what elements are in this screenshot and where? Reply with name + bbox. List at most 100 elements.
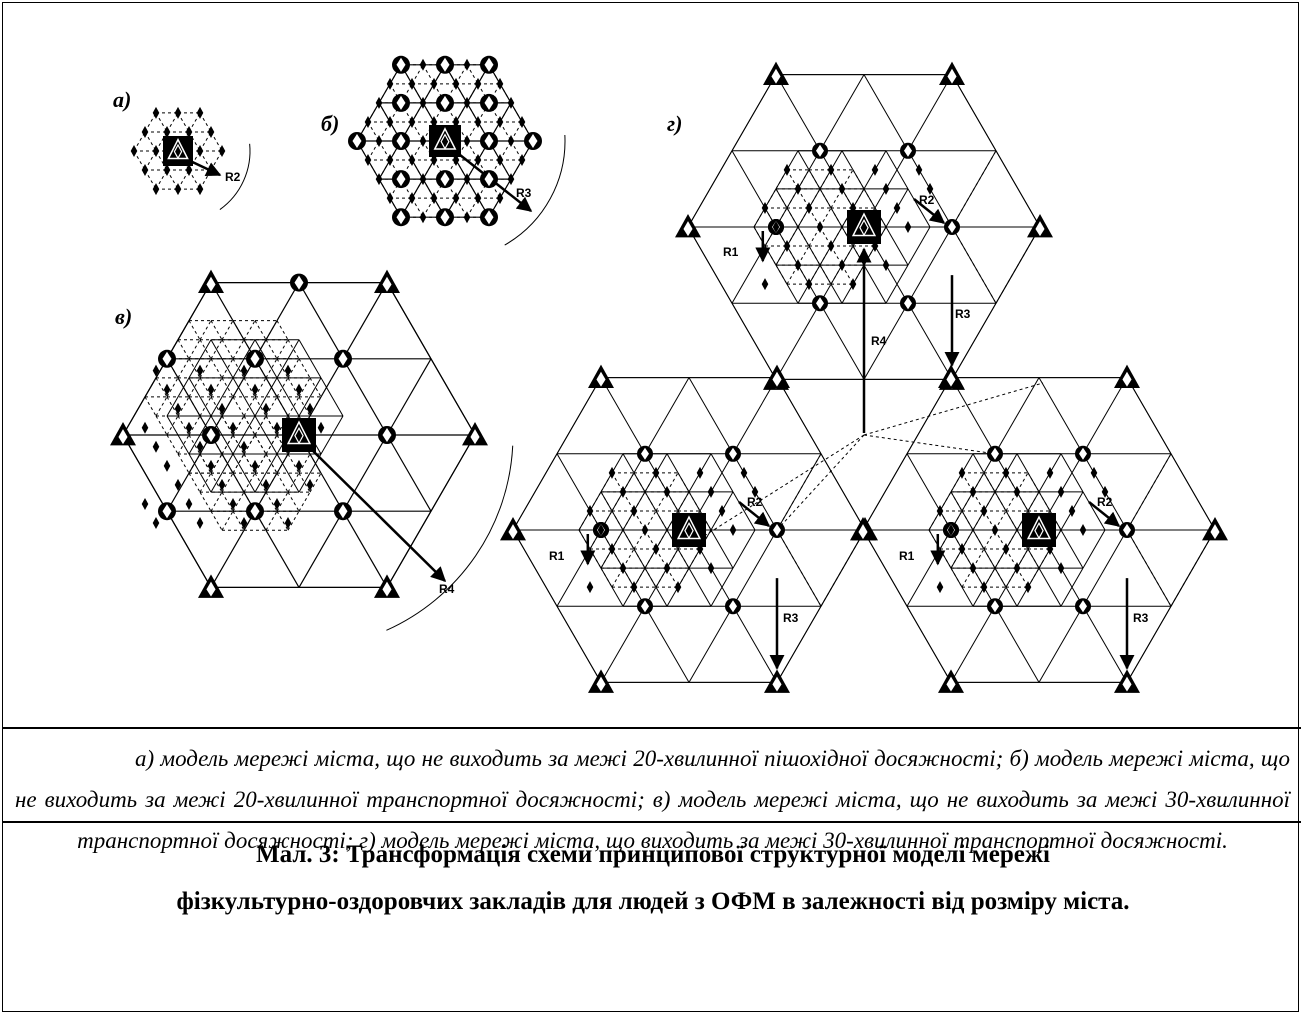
triangle-icon-inner	[771, 68, 781, 84]
diamond-icon	[375, 96, 383, 109]
circle-icon-inner	[162, 504, 172, 519]
dashed-link	[144, 150, 157, 171]
dashed-link	[994, 491, 1007, 512]
network-link	[951, 74, 997, 152]
dashed-link	[600, 548, 613, 569]
dashed-link	[287, 510, 300, 531]
circle-icon-inner	[440, 210, 450, 225]
network-link	[885, 226, 909, 266]
diamond-icon	[430, 154, 438, 167]
dashed-link	[961, 491, 974, 512]
dashed-link	[622, 567, 635, 588]
network-link	[732, 529, 756, 569]
diamond-icon	[936, 504, 944, 517]
diamond-icon	[474, 115, 482, 128]
dashed-link	[950, 510, 963, 531]
dashed-link	[287, 377, 300, 398]
diamond-icon	[463, 211, 471, 224]
network-link	[862, 453, 908, 531]
network-link	[863, 74, 909, 152]
dashed-link	[188, 320, 201, 340]
diamond-icon	[419, 58, 427, 71]
network-link	[254, 377, 278, 417]
dashed-link	[819, 169, 832, 190]
network-link	[254, 415, 278, 455]
dashed-link	[939, 548, 952, 569]
diamond-icon	[174, 402, 182, 415]
dashed-link	[199, 320, 212, 340]
dashed-link	[199, 491, 212, 512]
network-link	[644, 605, 690, 683]
diamond-icon	[1079, 524, 1087, 536]
dashed-link	[444, 159, 457, 180]
dashed-link	[666, 567, 679, 588]
diamond-icon	[240, 364, 248, 377]
dashed-link	[622, 548, 635, 569]
dashed-link	[983, 529, 996, 550]
dashed-link	[444, 102, 457, 123]
diamond-icon	[430, 192, 438, 205]
network-link	[320, 377, 344, 417]
circle-icon-inner	[484, 210, 494, 225]
diamond-icon	[1024, 581, 1032, 594]
network-link	[254, 339, 278, 379]
diamond-icon	[152, 145, 160, 157]
dashed-link	[633, 510, 646, 531]
dashed-link	[983, 510, 996, 531]
network-link	[210, 282, 256, 360]
circle-icon-inner	[206, 428, 216, 442]
dashed-link	[133, 150, 146, 171]
reach-arc	[219, 143, 251, 210]
dashed-link	[841, 245, 854, 266]
network-link	[863, 302, 909, 380]
triangle-icon-inner	[772, 371, 782, 387]
diamond-icon	[1013, 562, 1021, 575]
dashed-link	[199, 453, 212, 474]
network-link	[188, 339, 212, 379]
dashed-link	[655, 548, 668, 569]
circle-icon-inner	[816, 297, 824, 310]
circle-icon-inner	[440, 172, 450, 187]
diamond-icon	[196, 106, 204, 119]
diamond-icon	[630, 504, 638, 517]
network-link	[166, 415, 190, 455]
network-link	[600, 605, 646, 683]
dashed-link	[422, 64, 435, 85]
dashed-link	[210, 377, 223, 398]
diamond-icon	[386, 77, 394, 90]
dashed-link	[775, 245, 788, 266]
circle-icon-inner	[382, 428, 392, 442]
network-link	[166, 377, 190, 417]
dashed-link	[874, 207, 887, 228]
dashed-link	[1049, 529, 1062, 550]
network-link	[688, 377, 734, 455]
diamond-icon	[130, 145, 138, 157]
circle-icon-inner	[338, 504, 348, 519]
network-link	[386, 434, 476, 588]
dashed-link	[466, 64, 479, 85]
diamond-icon	[419, 96, 427, 109]
panel-label-v: в)	[115, 304, 132, 329]
dashed-link	[510, 121, 523, 142]
diamond-icon	[1002, 466, 1010, 479]
circle-icon-inner	[904, 297, 912, 310]
dashed-link	[221, 510, 234, 531]
dashed-link	[1038, 491, 1051, 512]
circle-icon-inner	[1123, 524, 1131, 536]
diamond-icon	[915, 163, 923, 176]
diamond-icon	[772, 221, 780, 233]
dashed-link	[254, 320, 267, 340]
diamond-icon	[496, 192, 504, 205]
dashed-link	[210, 491, 223, 512]
reach-arc	[386, 445, 514, 631]
radius-label-g-right-r3: R3	[1133, 611, 1149, 625]
diamond-icon	[295, 383, 303, 396]
network-link	[731, 302, 777, 380]
diamond-icon	[1090, 466, 1098, 479]
dashed-link	[666, 548, 679, 569]
dashed-link	[287, 358, 300, 379]
dashed-link	[188, 472, 201, 493]
radius-label-b-r3: R3	[516, 186, 532, 200]
dashed-link	[775, 188, 788, 209]
dashed-link	[775, 226, 788, 247]
